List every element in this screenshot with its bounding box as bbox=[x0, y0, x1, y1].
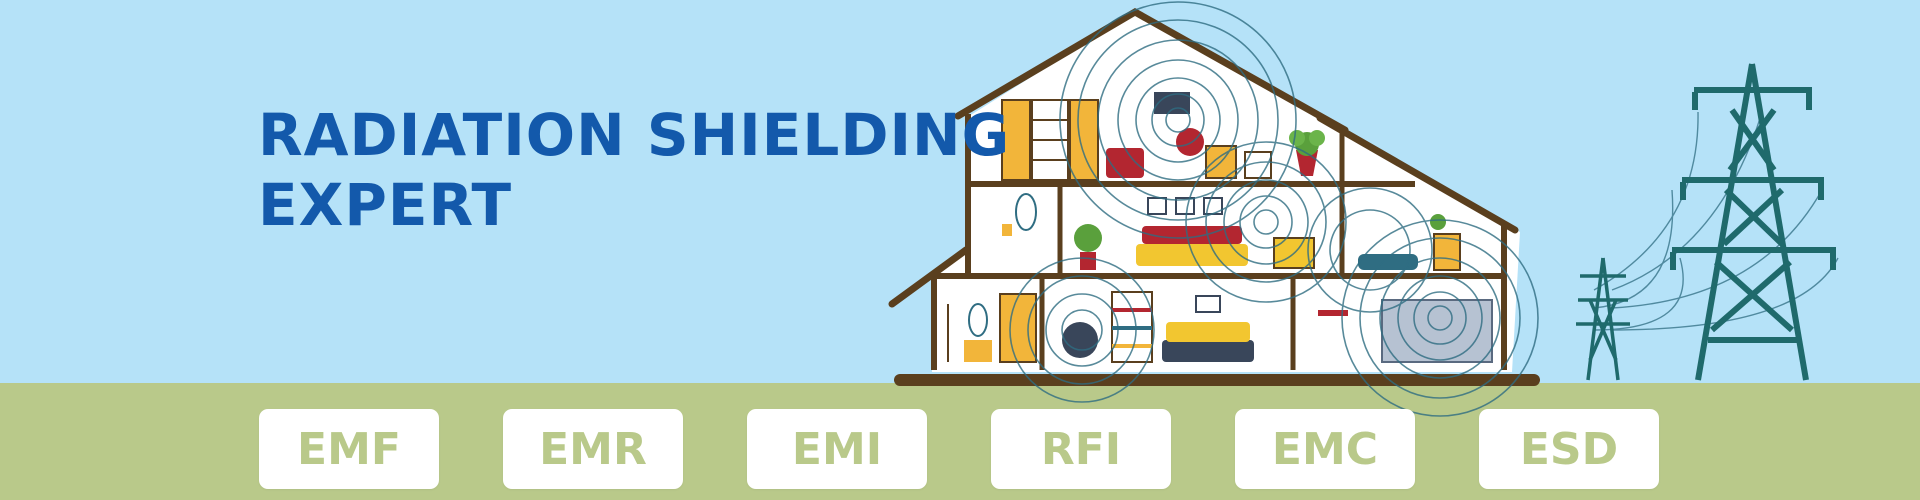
power-pylon-icon bbox=[1672, 63, 1836, 381]
insulators bbox=[1670, 92, 1836, 270]
title-line-2: EXPERT bbox=[258, 171, 513, 239]
page-title: RADIATION SHIELDING EXPERT bbox=[258, 100, 1010, 240]
tag-emc-button[interactable]: EMC bbox=[1235, 409, 1415, 489]
tag-esd-button[interactable]: ESD bbox=[1479, 409, 1659, 489]
title-line-1: RADIATION SHIELDING bbox=[258, 101, 1011, 169]
tag-emr-button[interactable]: EMR bbox=[503, 409, 683, 489]
category-tag-row: EMF EMR EMI RFI EMC ESD bbox=[259, 409, 1659, 489]
tag-emi-button[interactable]: EMI bbox=[747, 409, 927, 489]
tag-rfi-button[interactable]: RFI bbox=[991, 409, 1171, 489]
radiation-waves-icon bbox=[1009, 1, 1539, 417]
power-pylon-small-icon bbox=[1576, 257, 1630, 381]
tag-emf-button[interactable]: EMF bbox=[259, 409, 439, 489]
